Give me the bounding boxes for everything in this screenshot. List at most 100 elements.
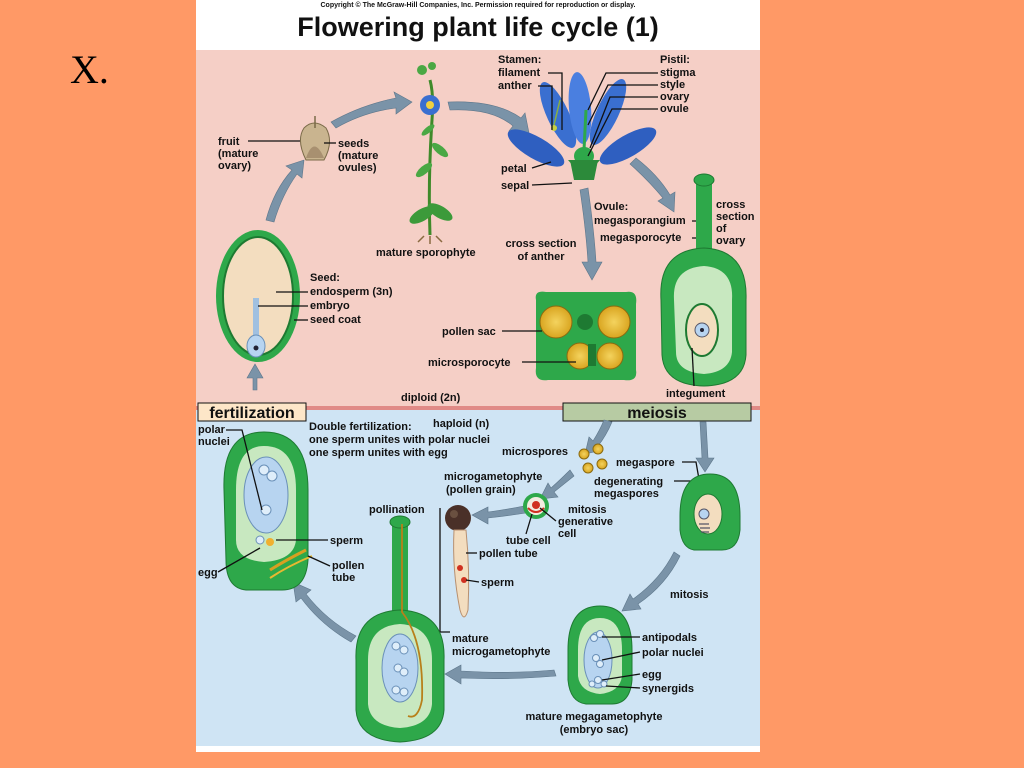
pistil-label: Pistil: [660,54,690,66]
mature-sporophyte-label: mature sporophyte [376,247,476,259]
endosperm-label: endosperm (3n) [310,286,393,298]
polar-nuclei-leader [601,651,641,661]
microsporocyte-label: microsporocyte [428,357,511,369]
megasporangium-label: megasporangium [594,215,686,227]
seed-coat-label: seed coat [310,314,361,326]
pollen-tube-left-leader [307,555,331,567]
integument-label: integument [666,388,726,400]
mature-sporophyte-illustration [409,62,453,244]
pollinated-pistil-illustration [355,515,445,743]
arrow-megagametophyte-to-pollination [444,664,557,685]
arrow-flower-to-anther [579,187,603,281]
sperm-leader [465,579,480,583]
anther-cross-section-illustration [535,291,637,381]
cycle-arrows [246,91,715,685]
seed-illustration [216,230,300,362]
degenerating-label-2: megaspores [594,488,659,500]
egg-leader [601,673,641,681]
integument-leader [691,347,695,387]
synergids-leader [605,685,641,689]
sperm-left-label: sperm [330,535,363,547]
arrow-fruit-to-sporophyte [330,91,413,129]
fruit-label-1: fruit [218,136,240,148]
double-fert-label-1: Double fertilization: [309,421,412,433]
microgametophyte-label-2: (pollen grain) [446,484,516,496]
ovary-leader [589,96,658,149]
megaspore-ovule-illustration [679,473,741,551]
figure-canvas: Copyright © The McGraw-Hill Companies, I… [196,1,760,746]
arrow-fertilization-to-seed [246,363,264,391]
seeds-label-2: (mature [338,150,378,162]
pollen-tube-left-label-1: pollen [332,560,365,572]
cross-anther-label-2: of anther [517,251,565,263]
mature-megagametophyte-label-1: mature megagametophyte [526,711,663,723]
cross-ovary-label-1: cross [716,199,745,211]
arrow-megaspore-to-megagametophyte [621,551,681,612]
mature-microgametophyte-label-2: microgametophyte [452,646,550,658]
seed-heading-label: Seed: [310,272,340,284]
petal-leader [531,161,552,169]
generative-cell-leader [539,507,557,522]
cross-ovary-label-2: section [716,211,755,223]
arrow-meiosis-to-microspores [584,419,613,455]
pollen-grain-illustration [523,493,549,519]
style-leader [587,84,658,126]
stigma-label: stigma [660,67,696,79]
microgametophyte-label-1: microgametophyte [444,471,542,483]
double-fert-label-2: one sperm unites with polar nuclei [309,434,490,446]
tube-cell-label: tube cell [506,535,551,547]
megasporocyte-label: megasporocyte [600,232,681,244]
germinated-pollen-illustration [445,505,471,618]
ovule-leader [587,108,658,157]
stamen-label: Stamen: [498,54,541,66]
cross-anther-label-1: cross section [506,238,577,250]
ovule-heading-label: Ovule: [594,201,628,213]
ovule-label: ovule [660,103,689,115]
anther-leader [538,85,553,130]
microspores-illustration [578,443,608,474]
mitosis-label: mitosis [670,589,709,601]
fruit-illustration [300,116,330,161]
arrow-pollination-to-fertilization [292,581,357,643]
flower-illustration [507,72,657,180]
megagametophyte-illustration [567,605,633,705]
meiosis-box [562,402,752,422]
petal-label: petal [501,163,527,175]
fruit-label-2: (mature [218,148,258,160]
seeds-label-3: ovules) [338,162,377,174]
pollen-sac-label: pollen sac [442,326,496,338]
cross-ovary-label-3: of [716,223,727,235]
fertilization-box [197,402,307,422]
sperm-label: sperm [481,577,514,589]
double-fert-label-3: one sperm unites with egg [309,447,448,459]
arrow-pollen-to-germinated [471,505,527,525]
figure-title: Flowering plant life cycle (1) [297,12,659,42]
synergids-label: synergids [642,683,694,695]
egg-label: egg [642,669,662,681]
sepal-label: sepal [501,180,529,192]
haploid-label: haploid (n) [433,418,490,430]
arrow-meiosis-to-megaspore [695,421,715,473]
pollen-tube-left-label-2: tube [332,572,355,584]
generative-cell-label-2: cell [558,528,576,540]
arrow-microspores-to-pollen [539,469,575,500]
fruit-label-3: ovary) [218,160,251,172]
slide-label: X. [70,47,109,92]
anther-label: anther [498,80,532,92]
fertilization-label: fertilization [209,405,294,422]
life-cycle-figure: Copyright © The McGraw-Hill Companies, I… [196,0,760,752]
polar-nuclei-left-leader [226,429,263,511]
arrow-flower-to-ovary [629,157,676,213]
egg-left-leader [217,547,261,573]
embryo-label: embryo [310,300,350,312]
ovary-label: ovary [660,91,690,103]
stigma-leader [587,72,658,111]
arrow-seed-to-fruit [265,159,305,223]
mature-megagametophyte-label-2: (embryo sac) [560,724,629,736]
polar-nuclei-label: polar nuclei [642,647,704,659]
mitosis-small-label: mitosis [568,504,607,516]
copyright-text: Copyright © The McGraw-Hill Companies, I… [320,1,635,9]
antipodals-label: antipodals [642,632,697,644]
pollination-label: pollination [369,504,425,516]
microspores-label: microspores [502,446,568,458]
